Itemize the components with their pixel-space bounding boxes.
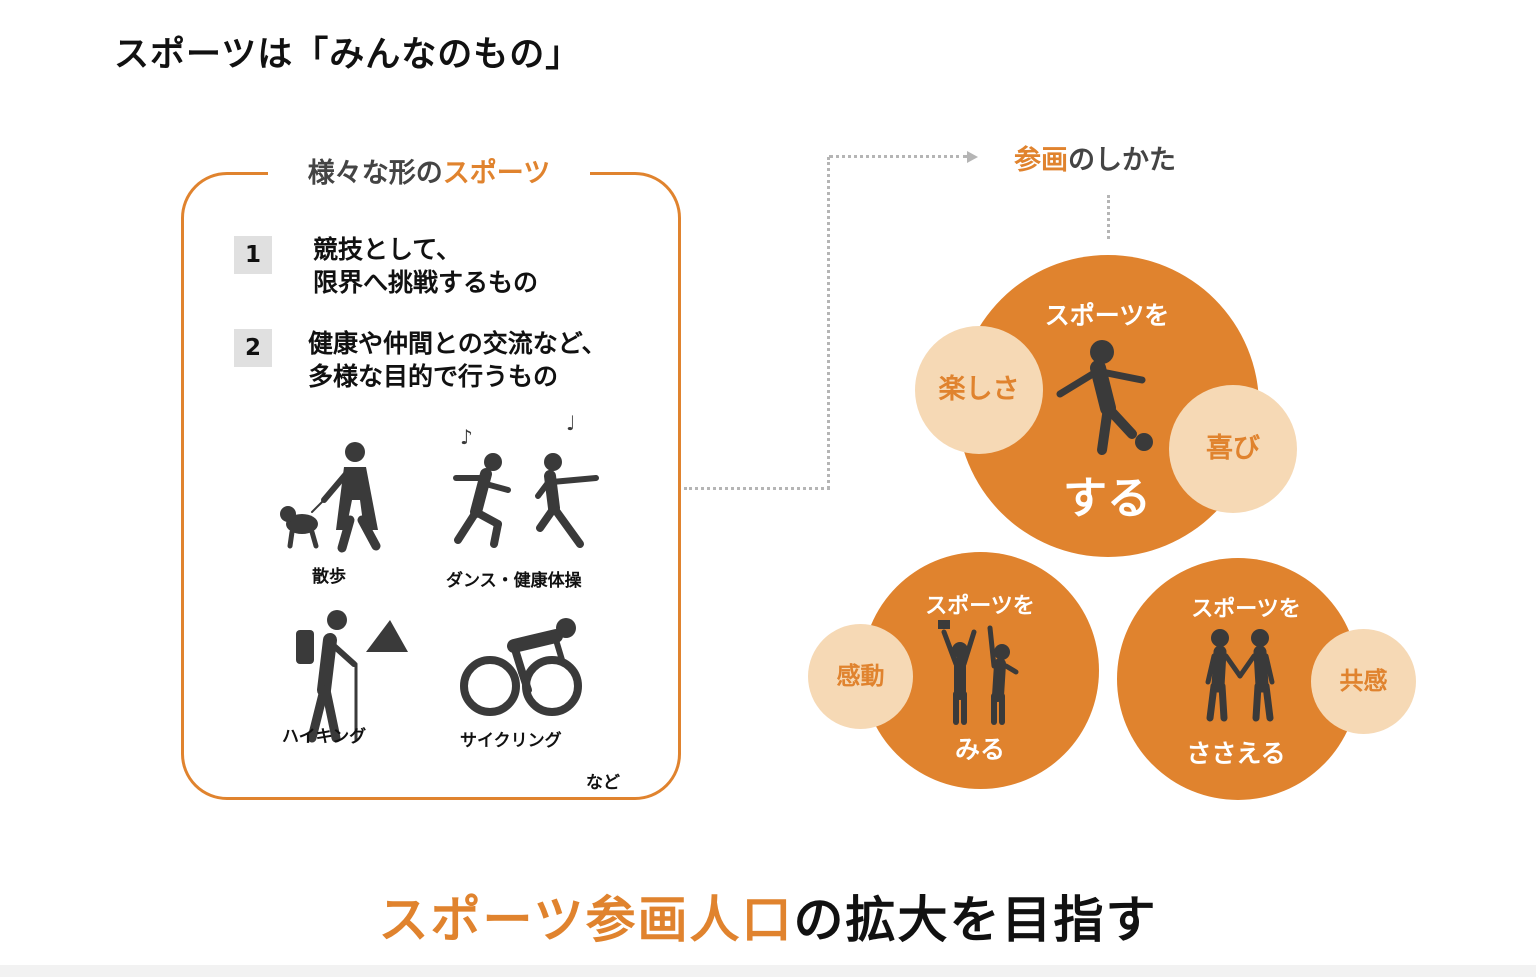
badge-joy: 喜び <box>1169 385 1297 513</box>
item-1-text: 競技として、 限界へ挑戦するもの <box>313 233 538 299</box>
connector-horizontal <box>684 487 830 490</box>
goal-plain: の拡大を目指す <box>793 891 1158 949</box>
hiker-icon <box>296 610 408 743</box>
goal-accent: スポーツ参画人口 <box>378 891 794 949</box>
participation-label: 参画のしかた <box>1014 138 1176 177</box>
cyclist-icon <box>460 618 582 716</box>
caption-cycle: サイクリング <box>460 731 562 751</box>
caption-hike: ハイキング <box>282 727 367 747</box>
goal-statement: スポーツ参画人口の拡大を目指す <box>0 880 1536 952</box>
watch-main-text: みる <box>954 735 1005 764</box>
support-top-text: スポーツを <box>1191 597 1301 622</box>
connector-top <box>829 155 967 158</box>
badge-empathy: 共感 <box>1311 629 1416 734</box>
walk-dog-icon <box>280 442 381 553</box>
watch-top-text: スポーツを <box>925 594 1035 619</box>
spectators-icon <box>938 620 1019 725</box>
do-main-text: する <box>1063 473 1151 524</box>
svg-text:♩: ♩ <box>566 411 575 435</box>
item-1-line1: 競技として、 <box>313 235 462 264</box>
box-heading: 様々な形のスポーツ <box>268 152 590 196</box>
caption-walk: 散歩 <box>312 567 346 587</box>
do-top-text: スポーツを <box>1044 301 1170 330</box>
caption-dance: ダンス・健康体操 <box>446 571 582 591</box>
item-2-line1: 健康や仲間との交流など、 <box>308 329 607 358</box>
box-heading-plain: 様々な形の <box>307 158 443 189</box>
support-main-text: ささえる <box>1186 739 1286 768</box>
svg-text:♪: ♪ <box>460 425 473 449</box>
connector-vertical <box>827 157 830 489</box>
participation-label-accent: 参画 <box>1014 145 1068 176</box>
item-number-2: 2 <box>234 329 272 367</box>
item-2-text: 健康や仲間との交流など、 多様な目的で行うもの <box>308 327 607 393</box>
caption-etc: など <box>586 773 620 793</box>
item-number-1: 1 <box>234 236 272 274</box>
soccer-player-icon <box>1056 340 1153 455</box>
connector-down <box>1107 195 1110 239</box>
participation-label-plain: のしかた <box>1068 145 1176 176</box>
box-heading-accent: スポーツ <box>442 158 551 189</box>
item-1-line2: 限界へ挑戦するもの <box>313 268 539 297</box>
item-2-line2: 多様な目的で行うもの <box>308 362 559 391</box>
connector-arrow-icon <box>967 151 978 163</box>
handshake-icon <box>1205 629 1275 722</box>
badge-inspiration: 感動 <box>808 624 913 729</box>
page-title: スポーツは「みんなのもの」 <box>114 35 582 75</box>
bottom-strip <box>0 965 1536 977</box>
dance-icon: ♪ ♩ <box>453 411 599 548</box>
badge-fun: 楽しさ <box>915 326 1043 454</box>
